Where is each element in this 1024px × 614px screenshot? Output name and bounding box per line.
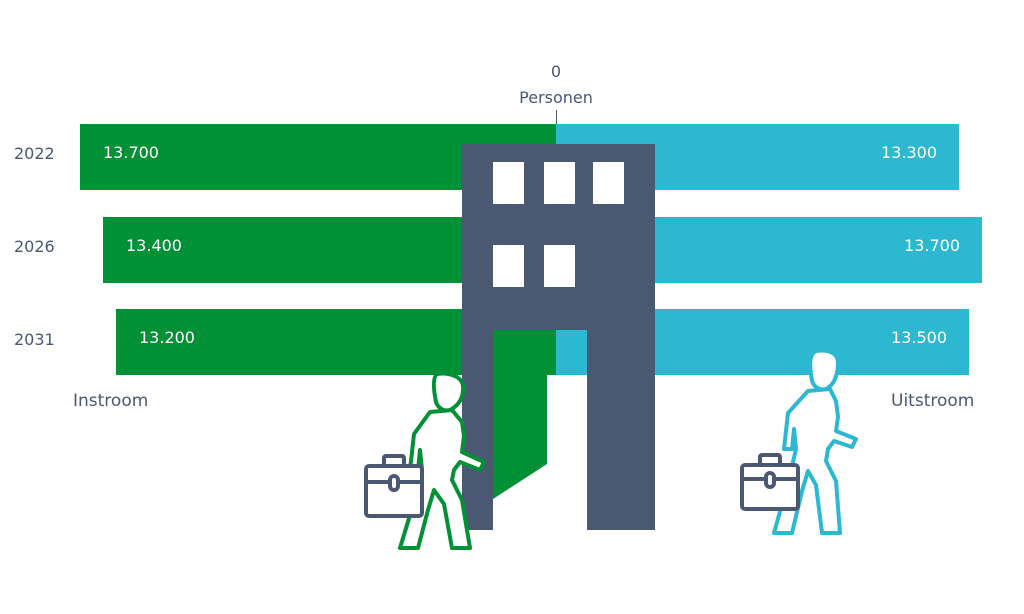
year-label-2026: 2026 — [14, 237, 55, 256]
uitstroom-value-2022: 13.300 — [881, 143, 937, 162]
instroom-label: Instroom — [73, 391, 149, 411]
instroom-value-2026: 13.400 — [126, 236, 182, 255]
axis-title: Personen — [519, 88, 593, 107]
axis-zero-label: 0 — [550, 62, 562, 81]
building-icon — [462, 144, 655, 532]
uitstroom-label: Uitstroom — [891, 391, 975, 411]
person-leaving-icon — [736, 345, 861, 540]
uitstroom-value-2031: 13.500 — [891, 328, 947, 347]
instroom-value-2022: 13.700 — [103, 143, 159, 162]
uitstroom-value-2026: 13.700 — [904, 236, 960, 255]
instroom-value-2031: 13.200 — [139, 328, 195, 347]
year-label-2022: 2022 — [14, 144, 55, 163]
person-entering-icon — [362, 370, 487, 560]
year-label-2031: 2031 — [14, 330, 55, 349]
